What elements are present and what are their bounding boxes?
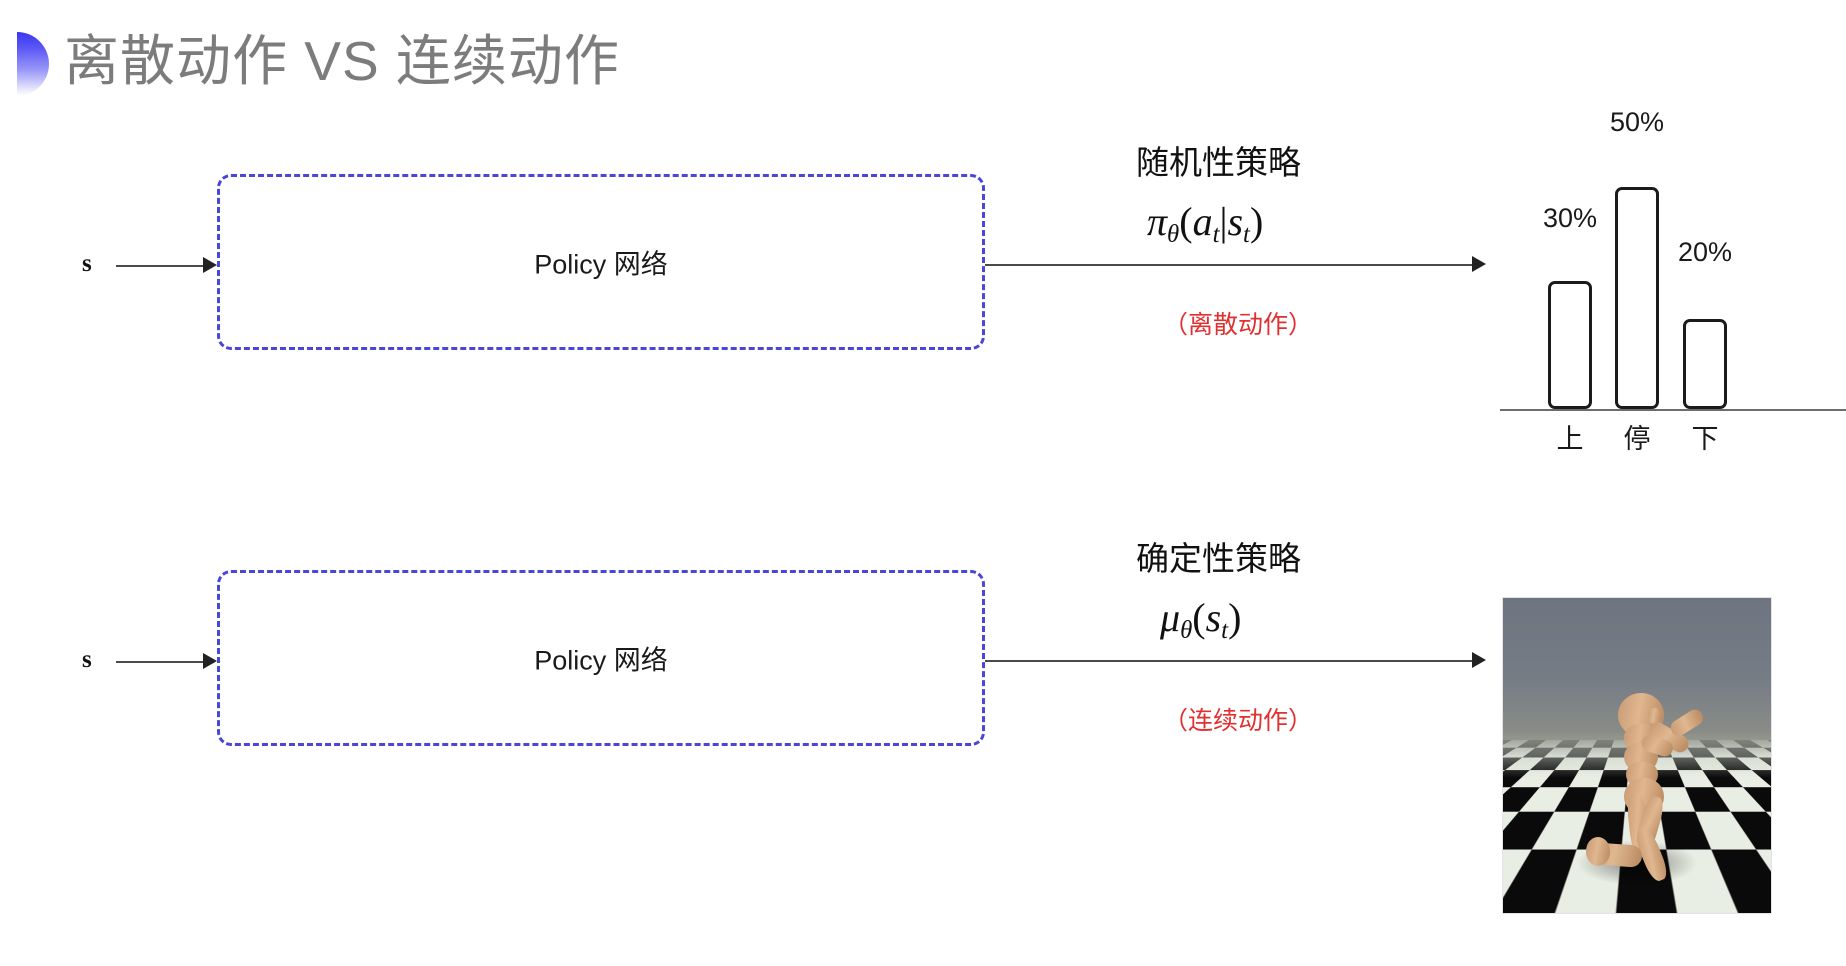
chart-baseline-axis xyxy=(1500,409,1846,411)
policy-kind-discrete: 随机性策略 xyxy=(1136,144,1301,181)
bar-value-label-0: 30% xyxy=(1542,203,1598,233)
bar-value-label-2: 20% xyxy=(1677,237,1733,267)
humanoid-left-foot xyxy=(1586,837,1611,866)
bar-category-label-0: 上 xyxy=(1556,424,1584,454)
state-input-label-continuous: s xyxy=(82,646,92,673)
row-continuous-action: s Policy 网络 确定性策略 μθ(st) （连续动作） xyxy=(0,440,1846,966)
formula-paren-close: ) xyxy=(1249,199,1264,244)
row-discrete-action: s Policy 网络 随机性策略 πθ(at|st) （离散动作） 30% 上… xyxy=(0,0,1846,480)
formula-arg-action: a xyxy=(1192,199,1213,244)
output-arrow-head-continuous xyxy=(1472,652,1486,668)
formula-symbol-mu: μ xyxy=(1160,595,1181,640)
formula-stochastic-policy: πθ(at|st) xyxy=(1147,198,1263,249)
formula-arg-action-sub: t xyxy=(1212,220,1220,248)
humanoid-right-hand xyxy=(1647,708,1662,724)
bar-value-label-1: 50% xyxy=(1609,107,1665,137)
formula-paren-open-2: ( xyxy=(1192,595,1206,640)
policy-network-label-continuous: Policy 网络 xyxy=(534,645,668,676)
formula-arg-state-2: s xyxy=(1205,595,1222,640)
bar-category-label-1: 停 xyxy=(1623,424,1651,454)
formula-subscript-theta-2: θ xyxy=(1180,616,1193,644)
policy-network-label-discrete: Policy 网络 xyxy=(534,249,668,280)
bar-category-label-2: 下 xyxy=(1691,424,1719,454)
formula-paren-open: ( xyxy=(1179,199,1193,244)
formula-subscript-theta: θ xyxy=(1167,220,1180,248)
bar-category-0 xyxy=(1548,281,1592,409)
input-arrow-line-continuous xyxy=(116,661,212,663)
action-type-discrete: （离散动作） xyxy=(1163,311,1314,339)
formula-arg-state-sub: t xyxy=(1243,220,1250,248)
output-arrow-line-discrete xyxy=(985,264,1481,266)
policy-kind-continuous: 确定性策略 xyxy=(1136,540,1301,577)
state-input-label-discrete: s xyxy=(82,250,92,277)
input-arrow-head-discrete xyxy=(203,257,217,273)
policy-network-box-continuous[interactable]: Policy 网络 xyxy=(217,570,985,746)
action-probability-bar-chart: 30% 上 50% 停 20% 下 xyxy=(1500,95,1846,455)
bar-category-2 xyxy=(1683,319,1727,409)
output-arrow-line-continuous xyxy=(985,660,1481,662)
policy-network-box-discrete[interactable]: Policy 网络 xyxy=(217,174,985,350)
humanoid-simulation-image xyxy=(1502,597,1772,914)
output-arrow-head-discrete xyxy=(1472,256,1486,272)
bar-category-1 xyxy=(1615,187,1659,409)
formula-arg-state-sub-2: t xyxy=(1221,616,1229,644)
formula-deterministic-policy: μθ(st) xyxy=(1160,594,1241,645)
page-title: 离散动作 VS 连续动作 xyxy=(64,30,620,92)
formula-symbol-pi: π xyxy=(1147,199,1168,244)
action-type-continuous: （连续动作） xyxy=(1163,707,1314,735)
formula-paren-close-2: ) xyxy=(1228,595,1242,640)
formula-conditional-bar: | xyxy=(1219,199,1228,244)
input-arrow-head-continuous xyxy=(203,653,217,669)
formula-arg-state: s xyxy=(1227,199,1244,244)
input-arrow-line-discrete xyxy=(116,265,212,267)
